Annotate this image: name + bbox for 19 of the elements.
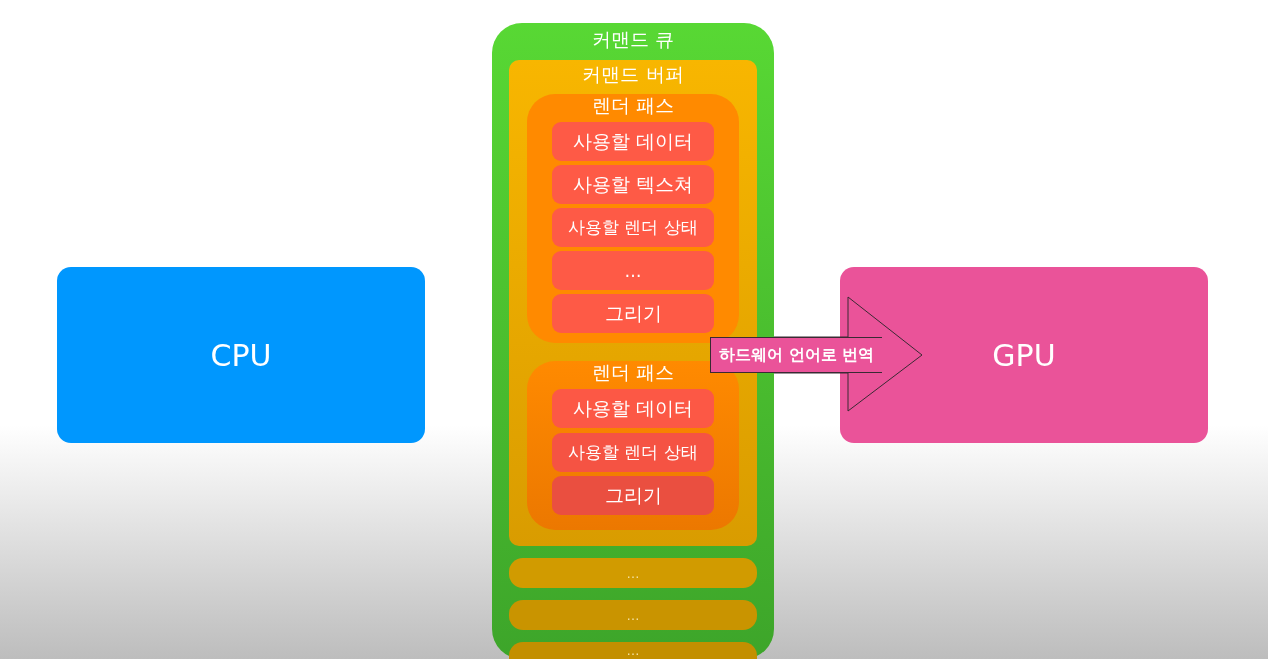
edge-label: 하드웨어 언어로 번역 [710, 337, 883, 373]
step-box: 그리기 [552, 294, 714, 333]
step-box: … [552, 251, 714, 290]
panel-title: 렌더 패스 [590, 93, 675, 118]
panel-title: 렌더 패스 [590, 360, 675, 385]
ellipsis-bar: … [509, 600, 757, 630]
step-box: 사용할 렌더 상태 [552, 208, 714, 247]
cpu-box: CPU [57, 267, 425, 443]
render-pass-panel [527, 94, 739, 343]
step-box: 그리기 [552, 476, 714, 515]
step-box: 사용할 데이터 [552, 122, 714, 161]
panel-title: 커맨드 큐 [590, 27, 675, 52]
ellipsis-bar: … [509, 558, 757, 588]
ellipsis-bar: … [509, 642, 757, 659]
step-box: 사용할 데이터 [552, 389, 714, 428]
render-pass-panel [527, 361, 739, 530]
step-box: 사용할 렌더 상태 [552, 433, 714, 472]
step-box: 사용할 텍스쳐 [552, 165, 714, 204]
panel-title: 커맨드 버퍼 [581, 62, 685, 87]
